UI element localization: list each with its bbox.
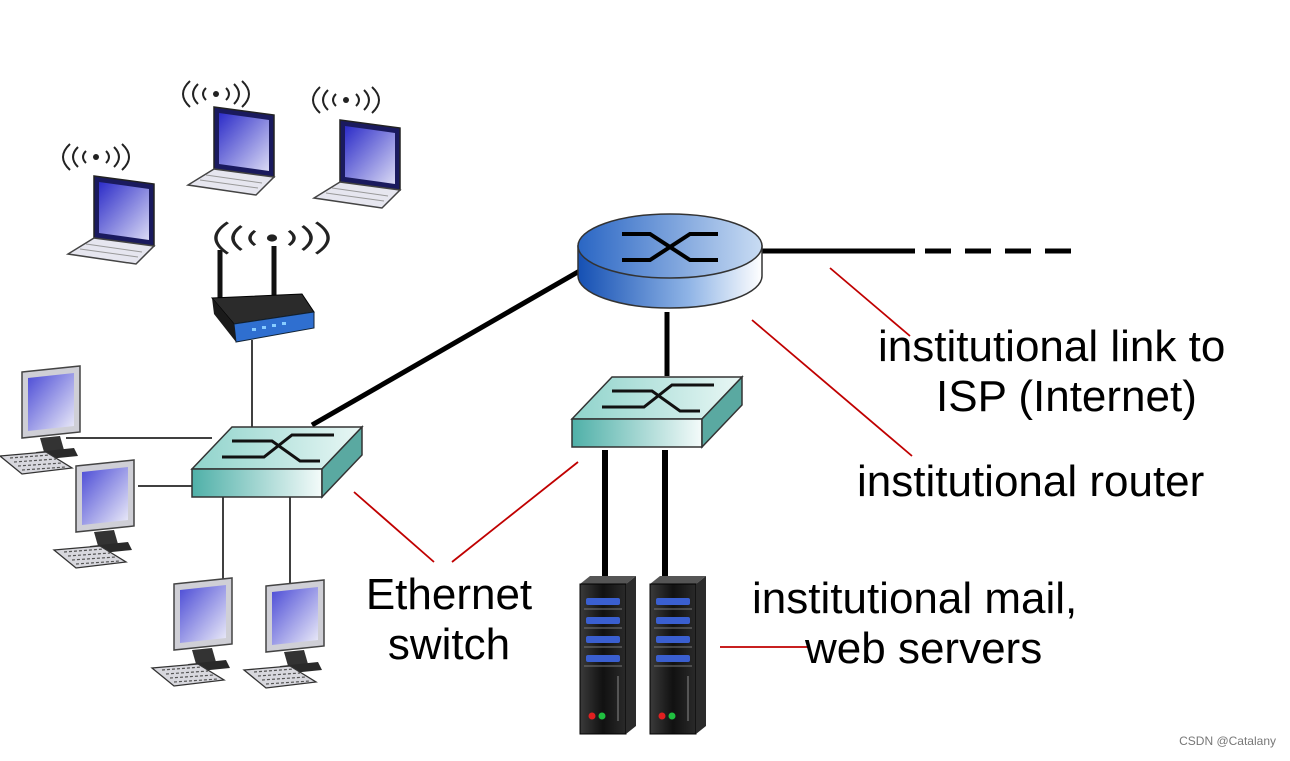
- callout-lines: [353, 267, 913, 648]
- desktop-computer-icon: [0, 365, 81, 475]
- isp-link-callout: [829, 267, 911, 337]
- links: [66, 248, 1080, 590]
- switch-callout-right: [451, 461, 579, 563]
- switch-label-line2: switch: [387, 620, 511, 669]
- isp-link-label-line2: ISP (Internet): [936, 372, 1197, 421]
- laptop-icon: [187, 106, 275, 196]
- router-icon: [577, 213, 763, 309]
- wifi-signal-icon: [182, 80, 250, 108]
- switch-icon: [190, 425, 364, 499]
- router-callout: [751, 319, 913, 457]
- laptop-icon: [313, 119, 401, 209]
- router-label: institutional router: [857, 457, 1205, 506]
- switch-icon: [570, 375, 744, 449]
- servers-label-line1: institutional mail,: [752, 574, 1078, 623]
- server-icon: [579, 575, 637, 735]
- server-icon: [649, 575, 707, 735]
- desktop-computer-icon: [53, 459, 135, 569]
- servers-label-line2: web servers: [805, 624, 1043, 673]
- desktop-computer-icon: [151, 577, 233, 687]
- laptop-icon: [67, 175, 155, 265]
- router-to-switch-link: [310, 262, 592, 428]
- watermark: CSDN @Catalany: [1179, 734, 1276, 748]
- switch-callout-left: [353, 491, 435, 563]
- isp-link-label-line1: institutional link to: [878, 322, 1226, 371]
- switch-label-line1: Ethernet: [365, 570, 533, 619]
- wifi-signal-icon: [62, 143, 130, 171]
- wifi-signal-icon: [312, 86, 380, 114]
- wireless-access-point-icon: [210, 246, 315, 343]
- desktop-computer-icon: [243, 579, 325, 689]
